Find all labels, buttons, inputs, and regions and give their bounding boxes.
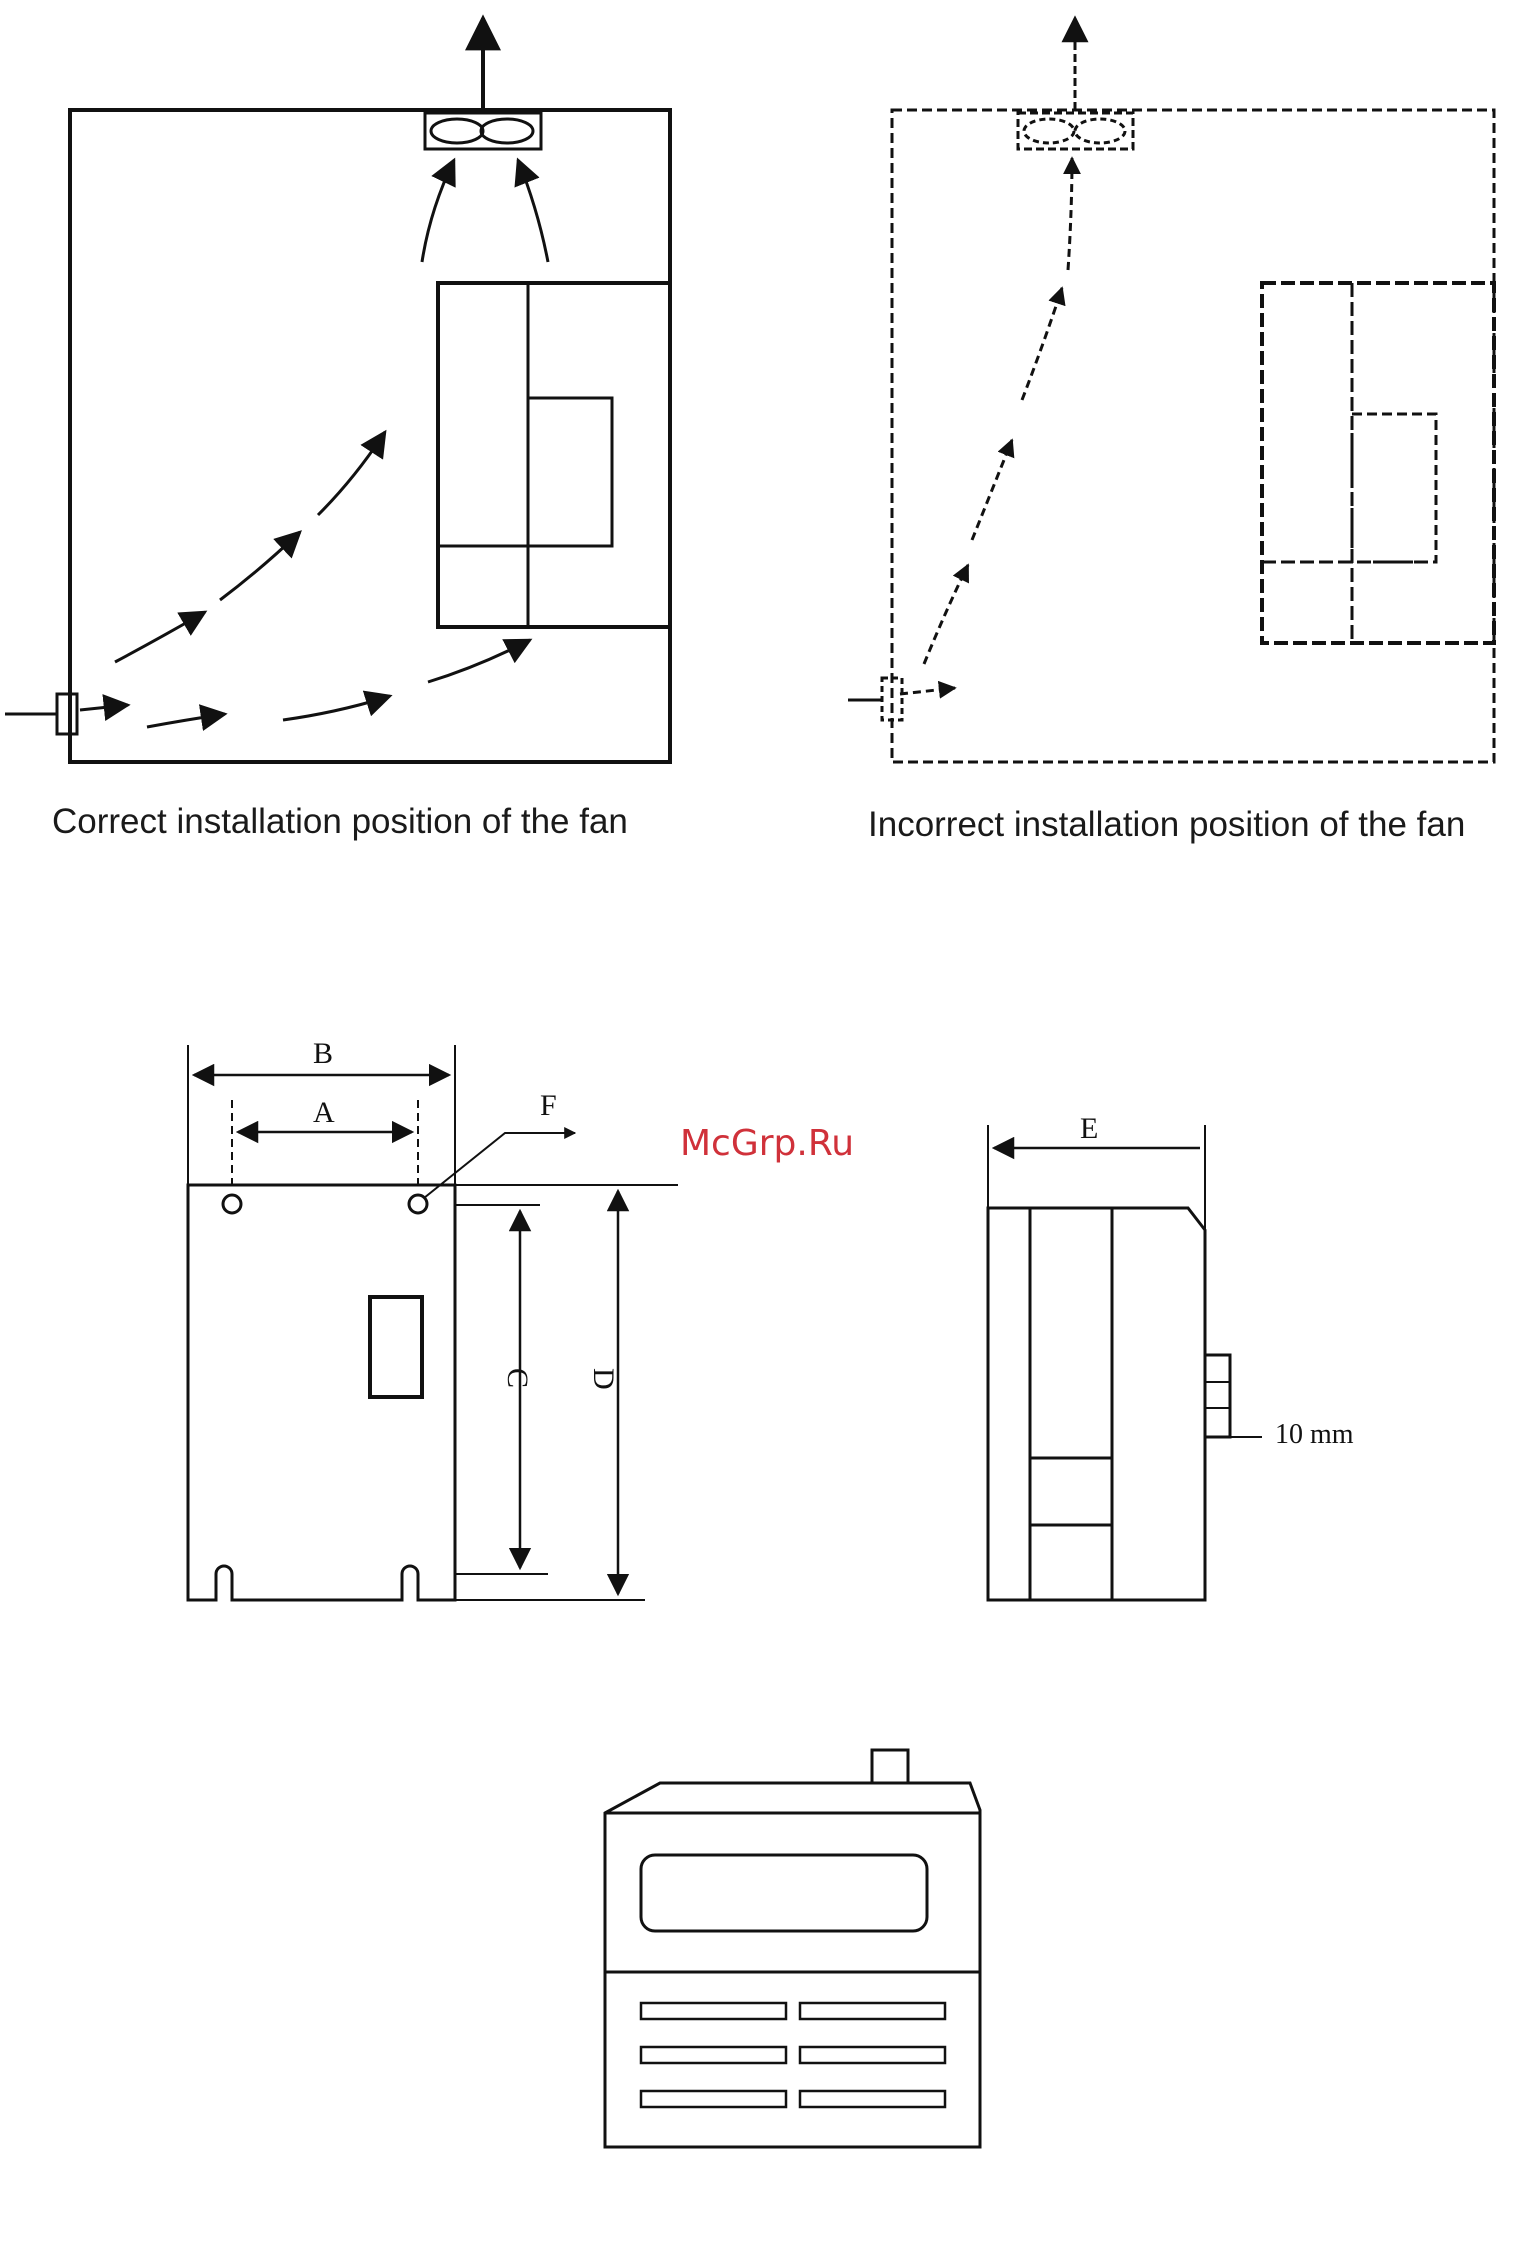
inverter-perspective-view bbox=[605, 1750, 980, 2147]
dim-f-label: F bbox=[540, 1089, 557, 1122]
dim-f-leader bbox=[424, 1133, 575, 1198]
dim-a-label: A bbox=[313, 1096, 335, 1129]
watermark: McGrp.Ru bbox=[680, 1123, 854, 1164]
front-dimension-view: B A F C D bbox=[188, 1037, 678, 1600]
dim-e-label: E bbox=[1080, 1112, 1098, 1145]
inverter-unit bbox=[438, 283, 670, 627]
intake-vent-icon-dashed bbox=[882, 678, 902, 720]
top-connector bbox=[872, 1750, 908, 1783]
exhaust-fan-icon-dashed bbox=[1018, 113, 1133, 149]
incorrect-installation-figure: Incorrect installation position of the f… bbox=[848, 18, 1494, 844]
inverter-unit-dashed bbox=[1262, 283, 1494, 643]
display-panel bbox=[641, 1855, 927, 1931]
dim-d-label: D bbox=[587, 1368, 620, 1390]
inverter-side-outline bbox=[988, 1208, 1205, 1600]
dim-b-label: B bbox=[313, 1037, 333, 1070]
side-dimension-view: 10 mm E bbox=[988, 1112, 1354, 1600]
airflow-arrows-dashed bbox=[900, 158, 1072, 694]
airflow-arrows bbox=[80, 160, 548, 727]
ventilation-slots bbox=[641, 2003, 945, 2107]
dim-c-label: C bbox=[501, 1368, 534, 1388]
display-window bbox=[370, 1297, 422, 1397]
exhaust-fan-icon bbox=[425, 113, 541, 149]
correct-caption: Correct installation position of the fan bbox=[52, 802, 628, 841]
cabinet-enclosure bbox=[70, 110, 670, 762]
intake-vent-icon bbox=[57, 694, 77, 734]
mounting-hole-left bbox=[223, 1195, 241, 1213]
cabinet-enclosure-dashed bbox=[892, 110, 1494, 762]
incorrect-caption: Incorrect installation position of the f… bbox=[868, 805, 1465, 844]
terminal-block bbox=[1205, 1355, 1230, 1437]
correct-installation-figure: Correct installation position of the fan bbox=[5, 18, 670, 841]
clearance-note: 10 mm bbox=[1275, 1419, 1354, 1450]
inverter-body-outline bbox=[605, 1783, 980, 2147]
inverter-front-outline bbox=[188, 1185, 455, 1600]
